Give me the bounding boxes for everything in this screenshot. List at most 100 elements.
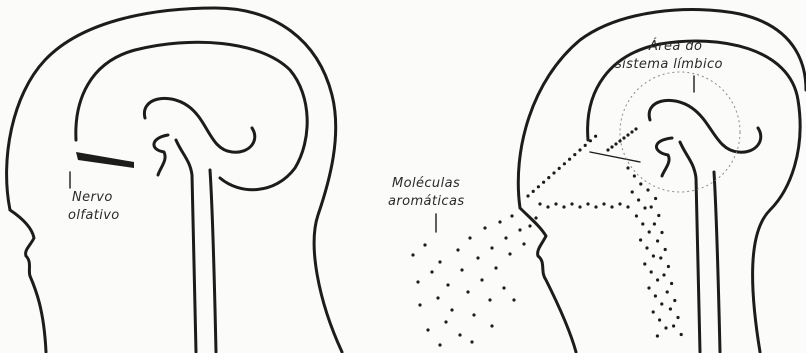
- molecule-dot: [658, 318, 661, 321]
- left-head-outline: [7, 8, 342, 352]
- molecule-dot: [676, 316, 679, 319]
- molecule-dot: [633, 174, 636, 177]
- molecule-dot: [552, 171, 555, 174]
- molecule-dot: [568, 158, 571, 161]
- molecule-dot: [578, 148, 581, 151]
- molecule-dot: [411, 253, 414, 256]
- molecule-dot: [438, 260, 441, 263]
- molecule-dot: [643, 262, 646, 265]
- molecule-dot: [554, 202, 557, 205]
- left-head: [7, 8, 342, 352]
- molecule-dot: [654, 294, 657, 297]
- molecule-dot: [631, 190, 634, 193]
- molecule-dot: [650, 270, 653, 273]
- molecule-dot: [652, 310, 655, 313]
- molecule-dot: [438, 343, 441, 346]
- olfactory-nerve: [76, 152, 134, 168]
- olfactory-nerve-label-line2: olfativo: [68, 208, 120, 223]
- molecule-dot: [528, 224, 531, 227]
- molecule-dot: [634, 127, 637, 130]
- molecule-dot: [558, 167, 561, 170]
- molecule-dot: [637, 198, 640, 201]
- molecule-dot: [669, 307, 672, 310]
- molecule-dot: [504, 236, 507, 239]
- molecule-dot: [594, 205, 597, 208]
- aromatic-molecules-label-line2: aromáticas: [388, 194, 465, 209]
- molecule-dot: [488, 298, 491, 301]
- molecule-dot: [664, 326, 667, 329]
- molecule-dot: [650, 205, 653, 208]
- molecule-dot: [654, 197, 657, 200]
- molecule-dot: [418, 303, 421, 306]
- left-brainstem: [144, 98, 254, 352]
- molecule-dot: [522, 242, 525, 245]
- molecule-dot: [610, 205, 613, 208]
- molecule-dot: [666, 290, 669, 293]
- molecule-dot: [502, 286, 505, 289]
- molecule-dot: [659, 256, 662, 259]
- molecule-dot: [672, 324, 675, 327]
- molecule-dot: [430, 270, 433, 273]
- right-brainstem: [649, 100, 761, 352]
- molecule-dot: [626, 205, 629, 208]
- molecule-dot: [466, 290, 469, 293]
- molecule-dot: [656, 334, 659, 337]
- molecule-dot: [426, 328, 429, 331]
- molecule-dot: [446, 283, 449, 286]
- molecule-dot: [547, 176, 550, 179]
- molecule-dot: [537, 185, 540, 188]
- molecule-dot: [498, 220, 501, 223]
- molecule-dot: [639, 182, 642, 185]
- molecule-dot: [656, 239, 659, 242]
- molecule-dot: [416, 280, 419, 283]
- molecule-dot: [626, 166, 629, 169]
- molecule-dot: [510, 214, 513, 217]
- molecule-dot: [589, 139, 592, 142]
- molecule-dot: [586, 202, 589, 205]
- molecule-dot: [470, 340, 473, 343]
- molecule-dot: [578, 205, 581, 208]
- molecule-dot: [646, 188, 649, 191]
- molecule-dot: [660, 231, 663, 234]
- molecule-dot: [512, 298, 515, 301]
- molecule-dot: [610, 145, 613, 148]
- molecule-dot: [518, 228, 521, 231]
- molecule-dot: [660, 302, 663, 305]
- limbic-area-ring: [620, 72, 740, 192]
- molecule-dot: [456, 248, 459, 251]
- molecule-dot: [673, 299, 676, 302]
- molecule-dot: [656, 278, 659, 281]
- molecule-dot: [532, 190, 535, 193]
- molecule-dot: [546, 205, 549, 208]
- molecule-dot: [664, 248, 667, 251]
- molecule-dot: [626, 133, 629, 136]
- molecule-dot: [680, 333, 683, 336]
- molecule-dot: [594, 135, 597, 138]
- aromatic-molecules-label-line1: Moléculas: [392, 176, 460, 191]
- molecule-dot: [534, 216, 537, 219]
- molecule-dot: [472, 313, 475, 316]
- molecule-dot: [648, 230, 651, 233]
- molecule-dot: [614, 142, 617, 145]
- molecule-dot: [570, 202, 573, 205]
- molecule-dot: [643, 206, 646, 209]
- molecule-dot: [542, 181, 545, 184]
- molecule-dot: [657, 214, 660, 217]
- molecule-dot: [444, 320, 447, 323]
- molecule-dot: [622, 136, 625, 139]
- limbic-area-label-line1: Área do: [648, 38, 702, 54]
- molecule-dot: [667, 265, 670, 268]
- molecule-dot: [468, 236, 471, 239]
- molecule-dot: [563, 162, 566, 165]
- molecule-dot: [538, 202, 541, 205]
- molecule-dot: [635, 214, 638, 217]
- molecule-dot: [490, 246, 493, 249]
- molecule-dot: [653, 222, 656, 225]
- molecule-dot: [494, 266, 497, 269]
- molecule-dot: [460, 268, 463, 271]
- molecule-dot: [606, 148, 609, 151]
- molecule-dot: [562, 205, 565, 208]
- molecule-dot: [573, 153, 576, 156]
- molecule-dot: [662, 273, 665, 276]
